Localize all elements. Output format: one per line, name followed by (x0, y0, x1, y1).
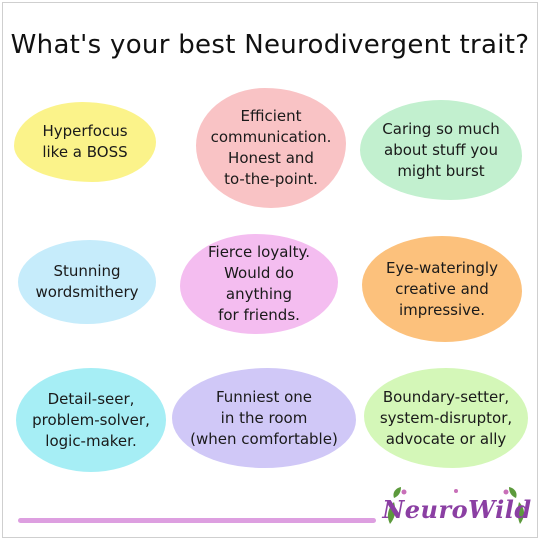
leaf-vine-icon (387, 487, 525, 524)
trait-bubble: Eye-wateringly creative and impressive. (362, 236, 522, 342)
trait-line: Hyperfocus (42, 122, 128, 140)
trait-bubble: Hyperfocus like a BOSS (14, 102, 156, 182)
footer-underline (18, 518, 376, 523)
logo-text: NeuroWild (382, 494, 532, 524)
trait-line: advocate or ally (385, 429, 507, 448)
trait-bubble: Funniest one in the room (when comfortable… (172, 368, 356, 468)
trait-line: (when comfortable) (190, 429, 338, 448)
trait-line: like a BOSS (42, 143, 128, 161)
trait-line: to-the-point. (224, 170, 318, 188)
neurowild-logo: NeuroWild (382, 486, 532, 532)
trait-line: Efficient (240, 107, 302, 125)
trait-line: Would do anything (224, 264, 294, 303)
trait-bubble: Caring so much about stuff you might burst (360, 100, 522, 200)
trait-line: Boundary-setter, (382, 387, 510, 406)
trait-bubble: Efficient communication. Honest and to-the-… (196, 88, 346, 208)
trait-line: Detail-seer, (47, 389, 135, 408)
trait-line: problem-solver, (32, 410, 150, 429)
trait-bubble: Stunning wordsmithery (18, 240, 156, 324)
trait-line: in the room (220, 408, 308, 427)
trait-line: impressive. (398, 300, 486, 319)
trait-line: Funniest one (215, 387, 313, 406)
trait-line: Fierce loyalty. (208, 243, 310, 261)
trait-line: for friends. (218, 306, 300, 324)
trait-line: about stuff you (384, 140, 498, 159)
page-title: What's your best Neurodivergent trait? (10, 30, 530, 60)
trait-bubble: Fierce loyalty. Would do anything for frie… (180, 234, 338, 334)
trait-bubble: Boundary-setter, system-disruptor, advocat… (364, 368, 528, 468)
trait-line: Eye-wateringly (386, 258, 498, 277)
trait-line: creative and (395, 279, 489, 298)
trait-line: Caring so much (382, 119, 500, 138)
trait-line: Honest and (228, 149, 314, 167)
trait-line: Stunning (53, 262, 121, 280)
trait-line: might burst (397, 161, 485, 180)
trait-bubble: Detail-seer, problem-solver, logic-maker. (16, 368, 166, 472)
trait-line: logic-maker. (45, 431, 137, 450)
trait-line: wordsmithery (35, 283, 139, 301)
trait-line: system-disruptor, (379, 408, 513, 427)
trait-line: communication. (210, 128, 332, 146)
